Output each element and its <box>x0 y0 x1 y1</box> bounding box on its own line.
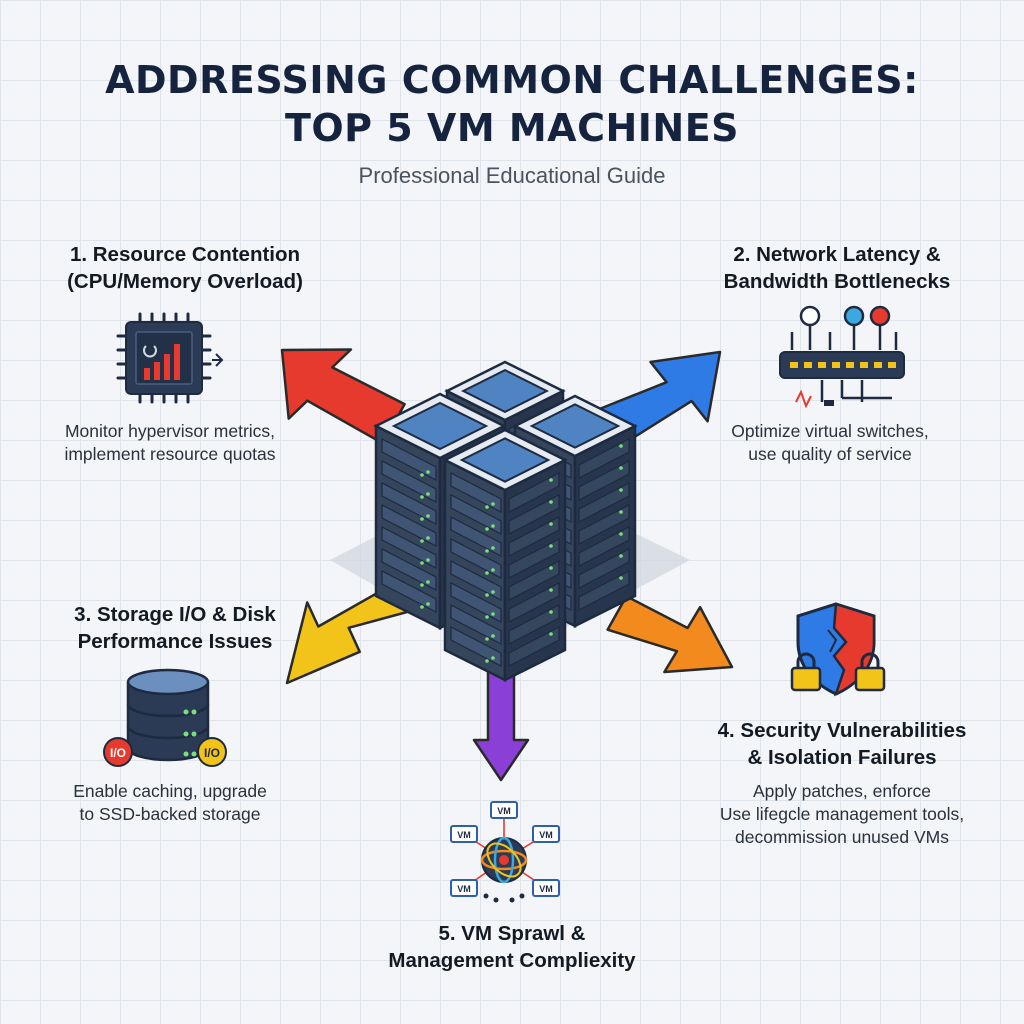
challenge-1-description: Monitor hypervisor metrics, implement re… <box>64 421 276 464</box>
challenge-5-heading: 5. VM Sprawl & Management Compliexity <box>388 922 636 972</box>
challenge-1-heading: 1. Resource Contention (CPU/Memory Overl… <box>67 243 303 293</box>
challenge-3-heading: 3. Storage I/O & Disk Performance Issues <box>74 603 276 653</box>
vm-node-label: VM <box>539 830 553 840</box>
challenge-2-heading: 2. Network Latency & Bandwidth Bottlenec… <box>723 243 951 293</box>
challenge-2-description: Optimize virtual switches, use quality o… <box>731 421 929 464</box>
server-tower-front <box>442 428 568 683</box>
network-switch-icon <box>779 305 905 409</box>
arrow-to-security-vulnerabilities <box>606 595 734 674</box>
vm-node-box <box>532 879 560 897</box>
vm-network-icon: VM VM VM VM VM <box>450 801 560 903</box>
challenge-3-description: Enable caching, upgrade to SSD-backed st… <box>73 781 267 824</box>
io-badge-right: I/O <box>204 746 220 760</box>
database-icon: I/O I/O <box>103 668 227 767</box>
page-title-line-2: TOP 5 VM MACHINES <box>284 106 740 150</box>
vm-node-label: VM <box>497 806 511 816</box>
arrow-to-resource-contention <box>280 348 406 445</box>
arrow-to-storage-issues <box>285 584 416 685</box>
challenge-4-description: Apply patches, enforce Use lifegcle mana… <box>719 781 965 847</box>
vm-node-box <box>450 825 478 843</box>
io-badge-left: I/O <box>110 746 126 760</box>
vm-node-box <box>490 801 518 819</box>
page-subtitle: Professional Educational Guide <box>358 163 666 188</box>
cpu-chip-icon <box>116 312 224 404</box>
vm-node-label: VM <box>457 884 471 894</box>
vm-node-label: VM <box>539 884 553 894</box>
broken-shield-icon <box>790 602 886 697</box>
vm-node-box <box>532 825 560 843</box>
vm-node-box <box>450 879 478 897</box>
page-title-line-1: ADDRESSING COMMON CHALLENGES: <box>105 58 919 102</box>
arrow-to-network-latency <box>597 350 722 447</box>
vm-node-label: VM <box>457 830 471 840</box>
challenge-4-heading: 4. Security Vulnerabilities & Isolation … <box>717 719 967 769</box>
